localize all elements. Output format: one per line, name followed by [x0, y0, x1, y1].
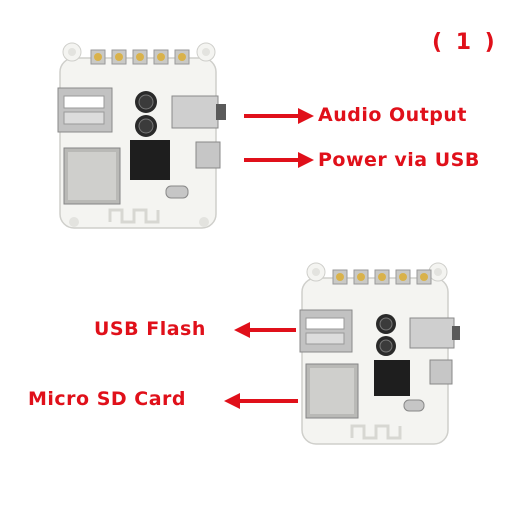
arrow-usb-flash [234, 322, 296, 338]
crystal-top [165, 185, 189, 199]
figure-number: ( 1 ) [432, 30, 498, 55]
chip-top [130, 140, 170, 180]
antenna-top [108, 208, 160, 224]
buttons-row-bottom [332, 269, 432, 285]
usb-port-bottom [299, 309, 353, 353]
usb-port-top [57, 87, 113, 133]
antenna-bottom [350, 424, 402, 440]
mount-hole-bottom-left [69, 217, 79, 227]
arrow-micro-sd [224, 393, 298, 409]
micro-usb-top [195, 141, 221, 169]
buttons-row-top [90, 49, 190, 65]
arrow-power-usb [244, 152, 314, 168]
micro-usb-bottom [429, 359, 453, 385]
label-power-usb: Power via USB [318, 149, 480, 171]
arrow-audio-output [244, 108, 314, 124]
chip-bottom [374, 360, 410, 396]
label-micro-sd: Micro SD Card [28, 388, 187, 410]
mount-hole-bottom-right [199, 217, 209, 227]
label-audio-output: Audio Output [318, 104, 467, 126]
label-usb-flash: USB Flash [94, 318, 206, 340]
crystal-bottom [403, 399, 425, 412]
